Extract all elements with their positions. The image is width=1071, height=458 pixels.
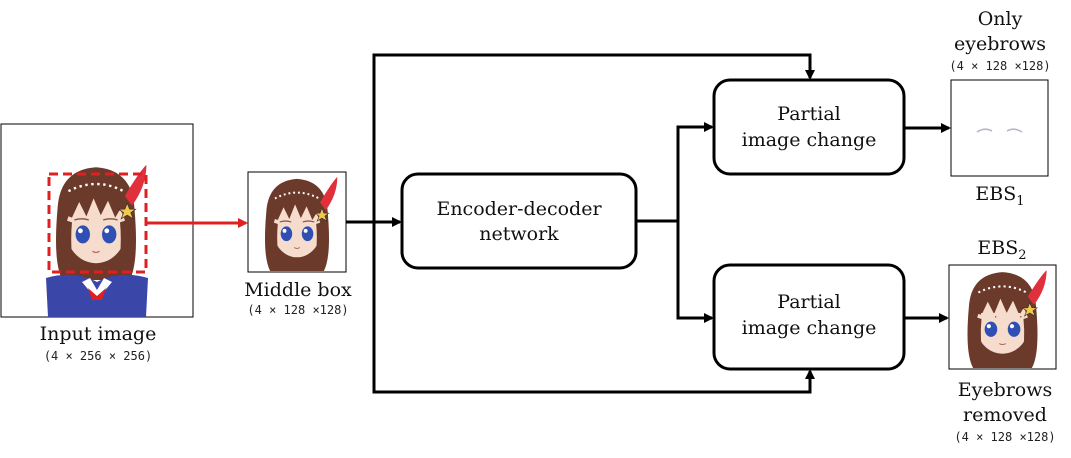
partial-top-line1: Partial: [777, 103, 841, 125]
eyebrows-only-image: [950, 79, 1049, 177]
encoder-label-line2: network: [479, 223, 559, 245]
eyebrows-label: eyebrows: [954, 33, 1046, 55]
encoder-decoder-box: [400, 172, 638, 270]
eyebrows-removed-dims: (4 × 128 ×128): [954, 430, 1056, 444]
input-image: [0, 123, 194, 318]
ebs2-label: EBS2: [977, 237, 1027, 263]
eyebrow-right-icon: [1006, 128, 1023, 133]
eyebrow-left-icon: [976, 128, 993, 133]
only-label: Only: [977, 8, 1023, 30]
middle-box-image: [247, 171, 347, 273]
eyebrows-removed-image: [948, 264, 1057, 370]
partial-top-line2: image change: [741, 129, 877, 151]
eyebrows-removed-line2: removed: [963, 404, 1047, 426]
eyebrows-only-dims: (4 × 128 ×128): [949, 59, 1051, 73]
middle-box-dims: (4 × 128 ×128): [247, 303, 349, 317]
partial-bottom-line1: Partial: [777, 291, 841, 313]
connectors: [346, 53, 951, 394]
partial-change-box-top: [712, 78, 906, 176]
ebs1-label: EBS1: [975, 183, 1025, 209]
eyebrows-removed-line1: Eyebrows: [957, 379, 1053, 401]
partial-bottom-line2: image change: [741, 317, 877, 339]
input-image-dims: (4 × 256 × 256): [43, 349, 153, 363]
middle-box-label: Middle box: [244, 279, 352, 301]
input-image-label: Input image: [39, 323, 157, 345]
encoder-label-line1: Encoder-decoder: [436, 198, 602, 220]
